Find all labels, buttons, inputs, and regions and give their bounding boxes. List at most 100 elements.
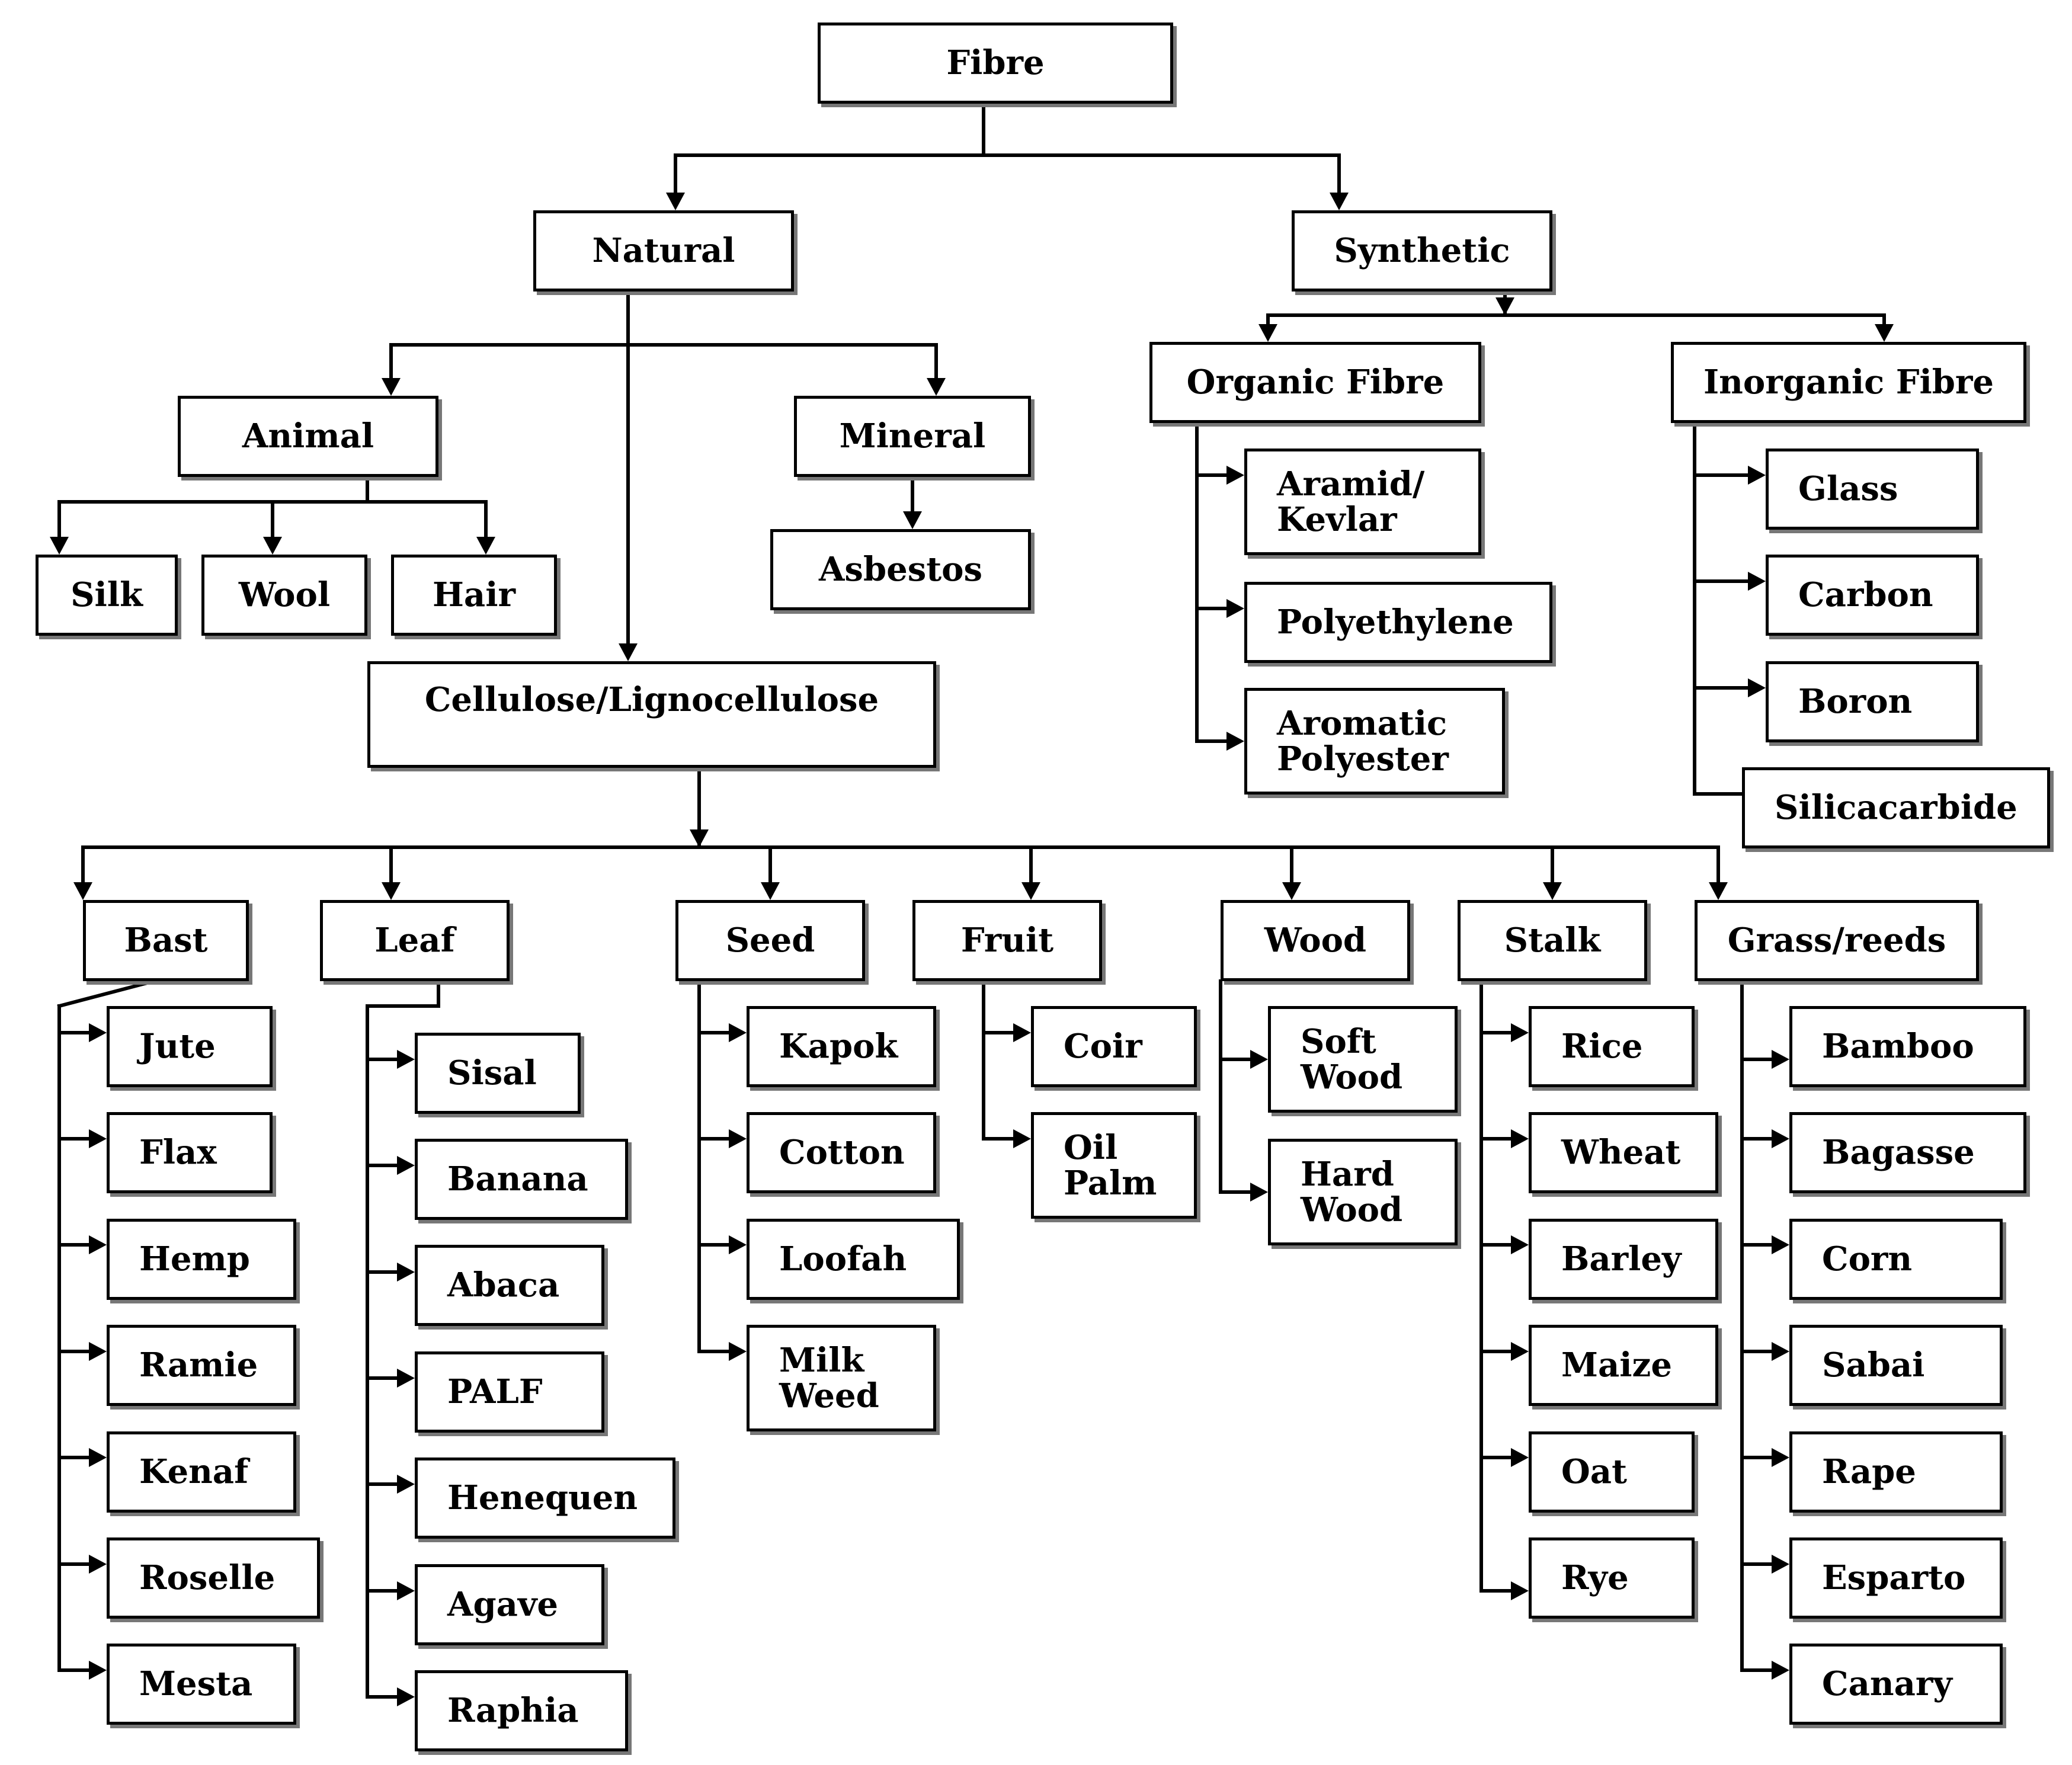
arrowhead-down-icon (1330, 193, 1349, 210)
arrowhead-right-icon (729, 1342, 747, 1361)
raphia-node: Raphia (415, 1670, 628, 1751)
leaf-node: Leaf (320, 900, 510, 981)
fibre-node: Fibre (818, 23, 1173, 104)
cotton-node: Cotton (747, 1112, 936, 1193)
arrowhead-down-icon (1709, 882, 1728, 900)
arrowhead-right-icon (397, 1263, 415, 1282)
arrowhead-right-icon (1013, 1129, 1031, 1148)
arrowhead-down-icon (1282, 882, 1301, 900)
arrowhead-right-icon (397, 1369, 415, 1388)
polyethylene-node: Polyethylene (1244, 582, 1552, 663)
arrowhead-down-icon (73, 882, 92, 900)
arrowhead-right-icon (1013, 1023, 1031, 1042)
kapok-node: Kapok (747, 1006, 936, 1087)
arrowhead-down-icon (382, 378, 401, 396)
fruit-node: Fruit (912, 900, 1102, 981)
arrowhead-right-icon (1772, 1050, 1789, 1069)
arrowhead-down-icon (263, 537, 282, 555)
arrowhead-right-icon (1511, 1235, 1529, 1254)
organic-fibre-node: Organic Fibre (1149, 342, 1481, 423)
inorganic-fibre-node: Inorganic Fibre (1671, 342, 2026, 423)
synthetic-node: Synthetic (1292, 210, 1552, 292)
seed-node: Seed (675, 900, 865, 981)
bast-node: Bast (83, 900, 249, 981)
aramid-kevlar-node: Aramid/ Kevlar (1244, 449, 1481, 555)
jute-node: Jute (107, 1006, 273, 1087)
loofah-node: Loofah (747, 1219, 960, 1300)
arrowhead-down-icon (690, 829, 709, 847)
arrowhead-down-icon (761, 882, 780, 900)
henequen-node: Henequen (415, 1458, 675, 1539)
wood-node: Wood (1221, 900, 1410, 981)
arrowhead-right-icon (1772, 1661, 1789, 1680)
coir-node: Coir (1031, 1006, 1197, 1087)
arrowhead-right-icon (1511, 1581, 1529, 1600)
maize-node: Maize (1529, 1325, 1718, 1406)
arrowhead-right-icon (89, 1555, 107, 1574)
silk-node: Silk (36, 555, 178, 636)
glass-node: Glass (1766, 449, 1979, 530)
arrowhead-down-icon (903, 511, 922, 529)
aromatic-polyester-node: Aromatic Polyester (1244, 688, 1505, 795)
wool-node: Wool (201, 555, 367, 636)
rape-node: Rape (1789, 1431, 2003, 1513)
oil-palm-node: Oil Palm (1031, 1112, 1197, 1219)
animal-node: Animal (178, 396, 438, 477)
arrowhead-right-icon (729, 1235, 747, 1254)
arrowhead-right-icon (1748, 572, 1766, 591)
rye-node: Rye (1529, 1537, 1695, 1619)
arrowhead-right-icon (1511, 1342, 1529, 1361)
palf-node: PALF (415, 1351, 604, 1433)
arrowhead-right-icon (1772, 1555, 1789, 1574)
bamboo-node: Bamboo (1789, 1006, 2026, 1087)
grass-reeds-node: Grass/reeds (1695, 900, 1979, 981)
hair-node: Hair (391, 555, 557, 636)
sisal-node: Sisal (415, 1033, 581, 1114)
arrowhead-right-icon (1748, 678, 1766, 697)
arrowhead-right-icon (1226, 732, 1244, 751)
arrowhead-right-icon (1772, 1129, 1789, 1148)
soft-wood-node: Soft Wood (1268, 1006, 1458, 1113)
kenaf-node: Kenaf (107, 1431, 296, 1513)
arrowhead-right-icon (89, 1023, 107, 1042)
arrowhead-down-icon (476, 537, 495, 555)
hemp-node: Hemp (107, 1219, 296, 1300)
rice-node: Rice (1529, 1006, 1695, 1087)
arrowhead-down-icon (927, 378, 946, 396)
cellulose-node: Cellulose/Lignocellulose (367, 661, 936, 768)
wheat-node: Wheat (1529, 1112, 1718, 1193)
arrowhead-right-icon (729, 1023, 747, 1042)
bagasse-node: Bagasse (1789, 1112, 2026, 1193)
arrowhead-down-icon (1258, 324, 1277, 342)
arrowhead-right-icon (89, 1448, 107, 1467)
arrowhead-right-icon (397, 1581, 415, 1600)
sabai-node: Sabai (1789, 1325, 2003, 1406)
arrowhead-down-icon (50, 537, 69, 555)
arrowhead-right-icon (1772, 1448, 1789, 1467)
arrowhead-down-icon (1021, 882, 1040, 900)
arrowhead-down-icon (1875, 324, 1894, 342)
arrowhead-down-icon (382, 882, 401, 900)
barley-node: Barley (1529, 1219, 1718, 1300)
milk-weed-node: Milk Weed (747, 1325, 936, 1431)
arrowhead-down-icon (619, 643, 638, 661)
roselle-node: Roselle (107, 1537, 320, 1619)
arrowhead-right-icon (1511, 1448, 1529, 1467)
arrowhead-right-icon (397, 1156, 415, 1175)
arrowhead-right-icon (729, 1129, 747, 1148)
flax-node: Flax (107, 1112, 273, 1193)
arrowhead-right-icon (397, 1475, 415, 1494)
stalk-node: Stalk (1458, 900, 1647, 981)
arrowhead-right-icon (1748, 466, 1766, 485)
banana-node: Banana (415, 1139, 628, 1220)
hard-wood-node: Hard Wood (1268, 1139, 1458, 1245)
connector-line (57, 979, 156, 1008)
arrowhead-right-icon (1226, 599, 1244, 618)
arrowhead-right-icon (89, 1661, 107, 1680)
ramie-node: Ramie (107, 1325, 296, 1406)
canary-node: Canary (1789, 1644, 2003, 1725)
carbon-node: Carbon (1766, 555, 1979, 636)
arrowhead-right-icon (1511, 1129, 1529, 1148)
